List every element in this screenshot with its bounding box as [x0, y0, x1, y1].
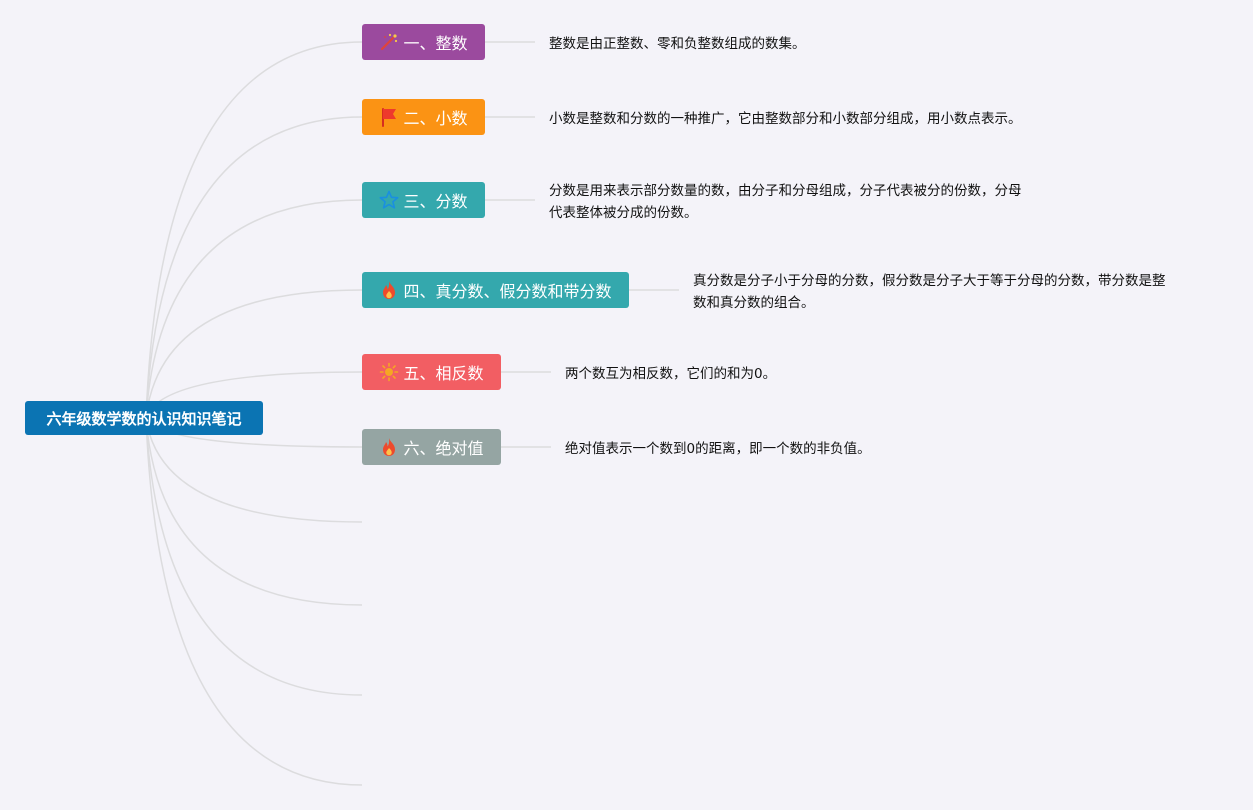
- topic-decimal-label: 二、小数: [403, 109, 468, 128]
- topic-integer-description: 整数是由正整数、零和负整数组成的数集。: [549, 33, 806, 55]
- description-line: 数和真分数的组合。: [693, 295, 815, 311]
- topic-absolute-value[interactable]: 六、绝对值: [362, 429, 501, 465]
- red-flag-icon: [379, 107, 399, 127]
- topic-fraction[interactable]: 三、分数: [362, 182, 485, 218]
- branch-connector: [145, 116, 363, 419]
- branch-connector: [145, 417, 363, 696]
- description-line: 整数是由正整数、零和负整数组成的数集。: [549, 36, 806, 52]
- topic-proper-improper-mixed-label: 四、真分数、假分数和带分数: [403, 282, 612, 301]
- sun-icon: [379, 362, 399, 382]
- branch-connector: [145, 417, 363, 523]
- branch-connector: [145, 417, 363, 786]
- root-topic[interactable]: 六年级数学数的认识知识笔记: [25, 401, 263, 435]
- topic-decimal-description: 小数是整数和分数的一种推广，它由整数部分和小数部分组成，用小数点表示。: [549, 108, 1022, 130]
- description-line: 分数是用来表示部分数量的数，由分子和分母组成，分子代表被分的份数，分母: [549, 183, 1022, 199]
- topic-fraction-description: 分数是用来表示部分数量的数，由分子和分母组成，分子代表被分的份数，分母 代表整体…: [549, 180, 1022, 224]
- fire-icon: [379, 437, 399, 457]
- branch-connector: [145, 199, 363, 419]
- topic-absolute-value-description: 绝对值表示一个数到0的距离，即一个数的非负值。: [565, 438, 871, 460]
- topic-opposite-number-label: 五、相反数: [403, 364, 484, 383]
- sparkle-wand-icon: [379, 32, 399, 52]
- topic-proper-improper-mixed[interactable]: 四、真分数、假分数和带分数: [362, 272, 629, 308]
- branch-connector: [145, 417, 363, 606]
- branch-connector: [145, 289, 363, 419]
- description-line: 小数是整数和分数的一种推广，它由整数部分和小数部分组成，用小数点表示。: [549, 111, 1022, 127]
- branch-connector: [145, 41, 363, 419]
- topic-decimal[interactable]: 二、小数: [362, 99, 485, 135]
- description-line: 两个数互为相反数，它们的和为0。: [565, 366, 777, 382]
- description-line: 代表整体被分成的份数。: [549, 205, 698, 221]
- topic-integer-label: 一、整数: [403, 34, 468, 53]
- description-line: 绝对值表示一个数到0的距离，即一个数的非负值。: [565, 441, 871, 457]
- topic-integer[interactable]: 一、整数: [362, 24, 485, 60]
- star-outline-icon: [379, 190, 399, 210]
- topic-absolute-value-label: 六、绝对值: [403, 439, 484, 458]
- description-line: 真分数是分子小于分母的分数，假分数是分子大于等于分母的分数，带分数是整: [693, 273, 1166, 289]
- root-topic-label: 六年级数学数的认识知识笔记: [46, 409, 242, 428]
- topic-opposite-number[interactable]: 五、相反数: [362, 354, 501, 390]
- topic-proper-improper-mixed-description: 真分数是分子小于分母的分数，假分数是分子大于等于分母的分数，带分数是整 数和真分…: [693, 270, 1166, 314]
- topic-opposite-number-description: 两个数互为相反数，它们的和为0。: [565, 363, 776, 385]
- fire-icon: [379, 280, 399, 300]
- topic-fraction-label: 三、分数: [403, 192, 468, 211]
